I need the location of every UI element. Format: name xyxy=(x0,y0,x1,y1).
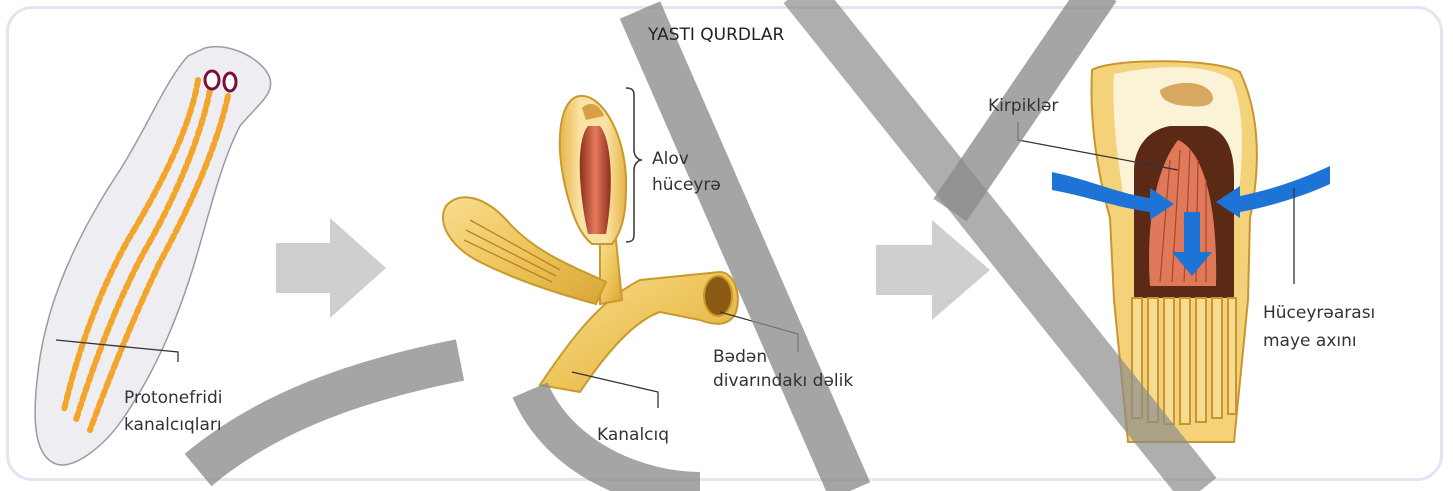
watermark-stroke-2 xyxy=(640,10,850,491)
label-body-pore-line2: divarındakı dəlik xyxy=(713,370,853,393)
tubule-branch xyxy=(600,240,622,304)
flame-cell-bracket xyxy=(626,88,642,242)
label-protonephridia-line1: Protonefridi xyxy=(124,387,222,410)
label-body-pore-line1: Bədən xyxy=(713,346,767,369)
diagram-title: YASTI QURDLAR xyxy=(648,24,784,47)
label-protonephridia-line2: kanalcıqları xyxy=(124,414,222,437)
step-arrow-1 xyxy=(276,218,386,318)
flame-cell-closeup xyxy=(1018,61,1330,442)
watermark-stroke-1 xyxy=(198,360,460,470)
flatworm-eye-left xyxy=(205,71,219,89)
label-tubule: Kanalcıq xyxy=(597,424,669,447)
body-pore-opening xyxy=(704,276,732,316)
label-fluid-flow-line2: maye axını xyxy=(1263,330,1357,353)
flatworm-eye-right xyxy=(224,73,236,91)
label-flame-cell-line1: Alov xyxy=(652,148,689,171)
label-cilia: Kirpiklər xyxy=(988,95,1058,118)
label-flame-cell-line2: hüceyrə xyxy=(652,174,721,197)
label-fluid-flow-line1: Hüceyrəarası xyxy=(1263,302,1375,325)
